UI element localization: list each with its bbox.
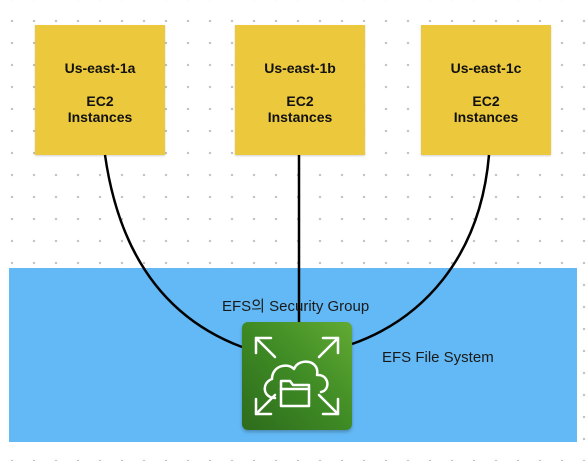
instance-type-line2: Instances	[67, 109, 133, 125]
zone-label: Us-east-1a	[64, 60, 136, 76]
ec2-instances-us-east-1a[interactable]: Us-east-1a EC2 Instances	[35, 25, 165, 155]
ec2-instances-us-east-1c[interactable]: Us-east-1c EC2 Instances	[421, 25, 551, 155]
connector-1c-to-efs[interactable]	[351, 154, 491, 346]
ec2-instances-us-east-1b[interactable]: Us-east-1b EC2 Instances	[235, 25, 365, 155]
connector-1a-to-efs[interactable]	[103, 154, 243, 349]
efs-file-system-label: EFS File System	[382, 349, 494, 366]
instance-type-line1: EC2	[472, 93, 500, 109]
instance-type-line2: Instances	[267, 109, 333, 125]
efs-icon-graphic	[254, 336, 340, 416]
zone-label: Us-east-1b	[264, 60, 336, 76]
zone-label: Us-east-1c	[450, 60, 522, 76]
instance-type-line2: Instances	[453, 109, 519, 125]
efs-file-system-icon[interactable]	[242, 322, 352, 430]
instance-type-line1: EC2	[286, 93, 314, 109]
instance-type-line1: EC2	[86, 93, 114, 109]
security-group-label: EFS의 Security Group	[222, 298, 370, 315]
